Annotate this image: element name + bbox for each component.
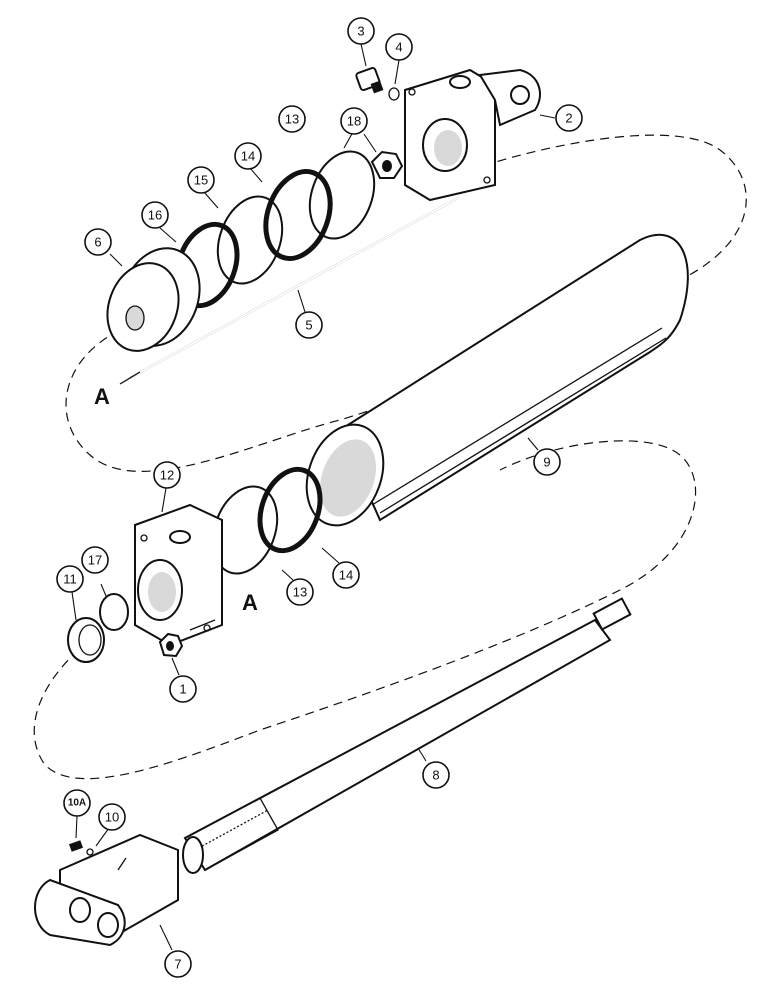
svg-text:13: 13 (293, 585, 307, 600)
callout-13-upper: 13 (278, 105, 306, 133)
callout-15: 15 (187, 166, 215, 194)
svg-text:1: 1 (179, 682, 186, 697)
callout-2: 2 (555, 104, 583, 132)
callout-3: 3 (347, 17, 375, 45)
svg-text:11: 11 (63, 572, 77, 587)
tie-rod-part (119, 197, 459, 385)
svg-text:9: 9 (543, 455, 550, 470)
svg-text:18: 18 (347, 114, 361, 129)
piston-rod-part (182, 597, 632, 874)
leader-lines (71, 43, 556, 951)
callout-17: 17 (81, 546, 109, 574)
svg-text:14: 14 (339, 568, 353, 583)
svg-text:5: 5 (305, 318, 312, 333)
callout-16: 16 (141, 201, 169, 229)
svg-text:6: 6 (94, 235, 101, 250)
svg-text:2: 2 (565, 111, 572, 126)
o-ring-13-upper (308, 150, 376, 240)
callout-10: 10 (98, 803, 126, 831)
callout-8: 8 (422, 761, 450, 789)
reference-mark-a-mid: A (242, 590, 258, 615)
small-o-ring-part (388, 87, 400, 101)
cylinder-base-part (404, 68, 541, 202)
callout-5: 5 (295, 311, 323, 339)
phantom-loop-upper (65, 134, 747, 472)
callout-14-lower: 14 (332, 561, 360, 589)
callout-13-lower: 13 (286, 578, 314, 606)
o-ring-14-lower (257, 466, 323, 554)
svg-text:10: 10 (105, 810, 119, 825)
wiper-seal-part (67, 617, 105, 663)
rod-seal-part (99, 593, 129, 631)
callout-9: 9 (533, 448, 561, 476)
callout-7: 7 (164, 950, 192, 978)
piston-part (106, 247, 201, 352)
gland-part (134, 503, 223, 647)
callout-18: 18 (340, 107, 368, 135)
svg-text:4: 4 (395, 40, 402, 55)
grease-fitting-part (68, 840, 94, 856)
rod-end-clevis-part (34, 833, 179, 947)
callout-14-upper: 14 (234, 142, 262, 170)
callout-6: 6 (84, 228, 112, 256)
svg-text:7: 7 (174, 957, 181, 972)
backup-ring-15 (216, 195, 284, 285)
callout-4: 4 (385, 33, 413, 61)
o-ring-14-upper (263, 168, 333, 262)
callout-11: 11 (56, 565, 84, 593)
svg-text:10A: 10A (68, 798, 86, 809)
svg-text:13: 13 (285, 112, 299, 127)
svg-text:12: 12 (160, 468, 174, 483)
barrel-part (305, 233, 689, 527)
svg-text:17: 17 (88, 553, 102, 568)
callout-1: 1 (169, 675, 197, 703)
svg-text:16: 16 (148, 208, 162, 223)
svg-text:15: 15 (194, 173, 208, 188)
reference-mark-a-top: A (94, 384, 110, 409)
fitting-plug-part (355, 66, 384, 94)
svg-text:3: 3 (357, 24, 364, 39)
nut-part (158, 632, 184, 658)
tie-rod-nut-part (370, 150, 404, 179)
callout-10a: 10A (63, 789, 91, 817)
callout-12: 12 (153, 461, 181, 489)
svg-text:14: 14 (241, 149, 255, 164)
svg-text:8: 8 (432, 768, 439, 783)
